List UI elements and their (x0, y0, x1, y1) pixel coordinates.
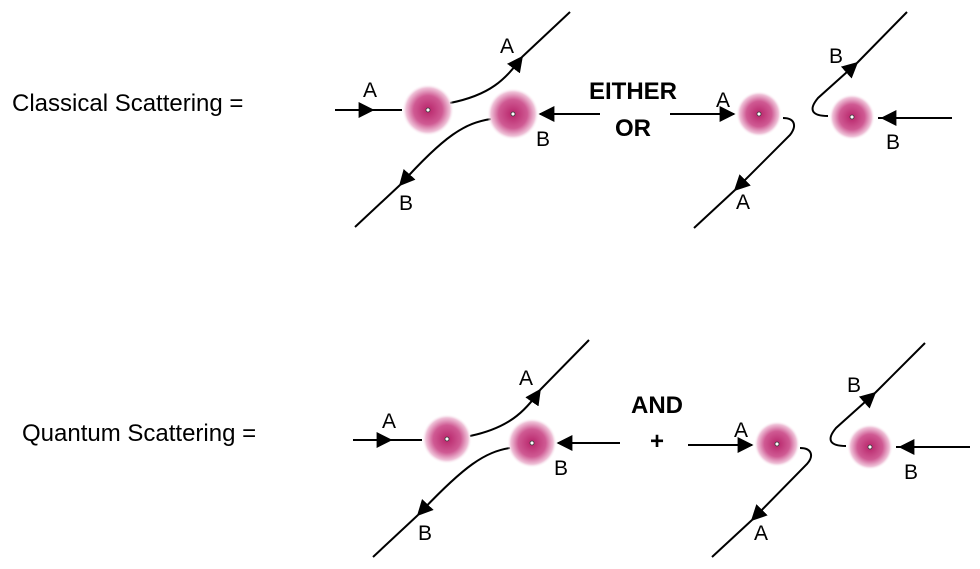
or-label: OR (615, 115, 651, 142)
classical-b-outgoing-tail (354, 184, 401, 228)
quantum-a-outgoing-path (469, 388, 541, 437)
classical-a-bounce-tail (693, 189, 736, 229)
particle-label-b: B (536, 128, 550, 151)
classical-left-panel: A A B B (335, 11, 600, 228)
classical-a-bounce-path (733, 117, 796, 192)
particle-label-b: B (904, 461, 918, 484)
quantum-right-panel: A A B B (688, 342, 970, 558)
particle-label-b: B (554, 457, 568, 480)
plus-label: + (649, 428, 664, 455)
quantum-a-bounce-path (750, 447, 813, 522)
either-label: EITHER (588, 78, 677, 105)
quantum-b-bounce-tail (874, 342, 926, 394)
quantum-b-outgoing-path (416, 447, 511, 517)
classical-b-bounce-tail (856, 11, 908, 64)
particle-label-a: A (382, 410, 396, 433)
particle-label-b: B (418, 522, 432, 545)
particle-label-a: A (500, 35, 514, 58)
classical-b-outgoing-path (398, 118, 492, 187)
particle-center-dot (774, 441, 780, 447)
particle-center-dot (425, 107, 431, 113)
quantum-a-outgoing-tail (539, 339, 590, 391)
quantum-a-bounce-tail (711, 519, 753, 558)
particle-center-dot (867, 444, 873, 450)
particle-center-dot (849, 114, 855, 120)
particle-label-b: B (829, 45, 843, 68)
particle-label-a: A (363, 79, 377, 102)
particle-label-a: A (734, 419, 748, 442)
particle-label-b: B (886, 131, 900, 154)
particle-center-dot (510, 111, 516, 117)
particle-center-dot (756, 111, 762, 117)
particle-label-a: A (519, 367, 533, 390)
particle-center-dot (444, 436, 450, 442)
particle-label-a: A (716, 89, 730, 112)
quantum-b-bounce-path (829, 391, 877, 447)
classical-right-panel: A A B B (670, 11, 952, 229)
particle-label-a: A (736, 191, 750, 214)
particle-center-dot (529, 440, 535, 446)
particle-label-a: A (754, 522, 768, 545)
quantum-b-outgoing-tail (372, 514, 419, 558)
quantum-scattering-label: Quantum Scattering = (22, 420, 257, 447)
classical-scattering-label: Classical Scattering = (12, 90, 244, 117)
quantum-left-panel: A A B B (353, 339, 620, 558)
particle-label-b: B (847, 374, 861, 397)
and-label: AND (631, 392, 683, 419)
classical-b-bounce-path (811, 61, 859, 117)
particle-label-b: B (399, 192, 413, 215)
classical-a-outgoing-tail (521, 11, 571, 58)
classical-a-outgoing-path (449, 55, 523, 104)
